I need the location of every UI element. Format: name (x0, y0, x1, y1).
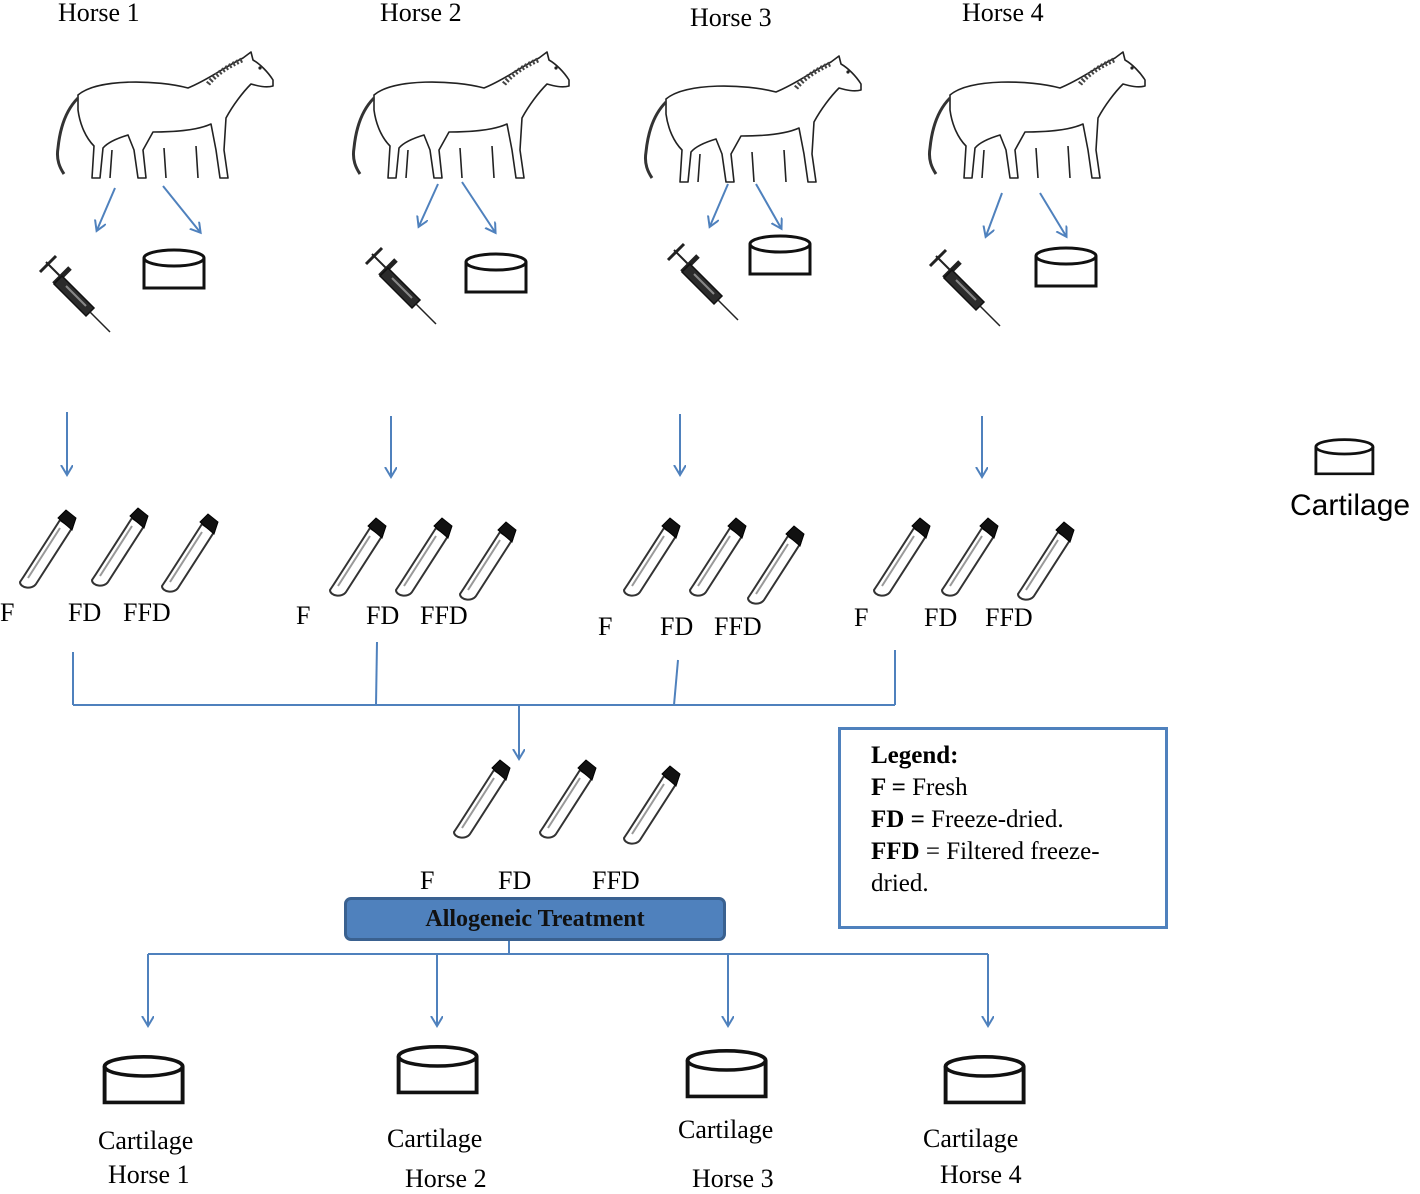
pooled-tubes (453, 759, 681, 845)
syringe-icon (40, 256, 110, 332)
legend-text: Legend: F = Fresh FD = Freeze-dried. FFD… (871, 740, 1121, 900)
sample-label-fd: FD (924, 603, 958, 632)
result-2-horse-label: Horse 2 (405, 1164, 487, 1193)
horse-4-tubes (873, 517, 1075, 601)
result-4-horse-label: Horse 4 (940, 1160, 1022, 1189)
pooled-label-ffd: FFD (592, 866, 640, 895)
test-tube-icon (623, 517, 681, 597)
syringe-icon (930, 250, 1000, 326)
horse-1-tubes (19, 507, 219, 593)
sample-label-fd: FD (68, 598, 102, 627)
sample-label-fd: FD (366, 601, 400, 630)
result-3-cartilage-label: Cartilage (678, 1115, 774, 1144)
cartilage-dish-icon (464, 252, 528, 294)
test-tube-icon (689, 517, 747, 597)
result-1-cartilage-label: Cartilage (98, 1126, 194, 1155)
cartilage-key-dish-icon (1314, 438, 1375, 476)
distribution-connector (148, 941, 988, 1025)
horse-3-split-arrows (710, 183, 781, 228)
pooling-connector (72, 641, 896, 758)
legend-def-ffd: = Filtered freeze-dried. (871, 838, 1100, 897)
sample-label-f: F (296, 601, 311, 630)
horse-3-illustration (645, 56, 861, 182)
legend-abbr-fd: FD = (871, 806, 925, 833)
result-2-cartilage-label: Cartilage (387, 1124, 483, 1153)
test-tube-icon (329, 517, 387, 597)
syringe-icon (668, 244, 738, 320)
result-3-horse-label: Horse 3 (692, 1164, 774, 1193)
horse-1-illustration (57, 52, 273, 178)
horse-1-split-arrows (97, 185, 200, 232)
test-tube-icon (395, 517, 453, 597)
test-tube-icon (941, 517, 999, 597)
cartilage-dish-icon (102, 1054, 185, 1105)
allogeneic-treatment-label: Allogeneic Treatment (425, 905, 645, 932)
horse-4-split-arrows (986, 192, 1066, 236)
pooled-label-fd: FD (498, 866, 532, 895)
cartilage-dish-icon (748, 234, 812, 276)
horse-3-title: Horse 3 (690, 3, 772, 32)
test-tube-icon (747, 525, 805, 605)
horse-4-title: Horse 4 (962, 0, 1044, 27)
allogeneic-treatment-box: Allogeneic Treatment (344, 897, 726, 941)
test-tube-icon (1017, 521, 1075, 601)
pooled-label-f: F (420, 866, 435, 895)
test-tube-icon (91, 507, 149, 587)
horse-2-tubes (329, 517, 517, 601)
legend-box: Legend: F = Fresh FD = Freeze-dried. FFD… (838, 727, 1168, 929)
test-tube-icon (539, 759, 597, 839)
horse-3-tubes (623, 517, 805, 605)
sample-label-f: F (0, 598, 15, 627)
legend-abbr-ffd: FFD (871, 838, 920, 865)
cartilage-dish-icon (943, 1054, 1026, 1105)
legend-abbr-f: F = (871, 774, 906, 801)
result-1-horse-label: Horse 1 (108, 1160, 190, 1189)
cartilage-dish-icon (685, 1048, 768, 1099)
sample-label-fd: FD (660, 612, 694, 641)
test-tube-icon (19, 509, 77, 589)
result-4-cartilage-label: Cartilage (923, 1124, 1019, 1153)
test-tube-icon (453, 759, 511, 839)
cartilage-dish-icon (1034, 246, 1098, 288)
sample-label-f: F (854, 603, 869, 632)
test-tube-icon (459, 521, 517, 601)
horse-4-illustration (929, 52, 1145, 178)
cartilage-key-label: Cartilage (1290, 489, 1411, 522)
legend-def-f: Fresh (912, 774, 968, 801)
sample-label-ffd: FFD (123, 598, 171, 627)
test-tube-icon (873, 517, 931, 597)
legend-title: Legend: (871, 742, 959, 769)
cartilage-dish-icon (142, 248, 206, 290)
horse-2-illustration (353, 52, 569, 178)
cartilage-dish-icon (396, 1044, 479, 1095)
horse-1-title: Horse 1 (58, 0, 140, 27)
sample-label-ffd: FFD (985, 603, 1033, 632)
sample-label-ffd: FFD (420, 601, 468, 630)
legend-def-fd: Freeze-dried. (931, 806, 1064, 833)
syringe-icon (366, 248, 436, 324)
horse-2-title: Horse 2 (380, 0, 462, 27)
test-tube-icon (161, 513, 219, 593)
test-tube-icon (623, 765, 681, 845)
horse-2-split-arrows (419, 181, 495, 232)
sample-label-ffd: FFD (714, 612, 762, 641)
sample-label-f: F (598, 612, 613, 641)
